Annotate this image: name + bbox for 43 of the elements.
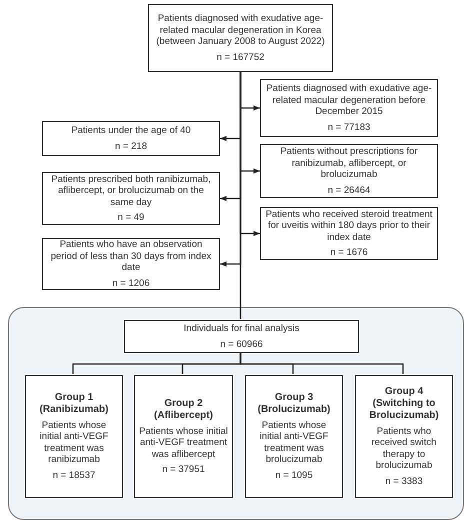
group-heading: Group 4 (Switching to Brolucizumab) <box>368 386 440 422</box>
connector-line <box>240 72 242 319</box>
count-text: n = 1206 <box>112 278 150 289</box>
description-text: Patients whose initial anti-VEGF treatment was brolucizumab <box>258 420 330 466</box>
connector-line <box>240 352 404 374</box>
process-box <box>260 207 438 260</box>
process-box <box>42 121 220 156</box>
description-text: Patients whose initial anti-VEGF treatment was aflibercept <box>139 426 228 460</box>
description-text: Individuals for final analysis <box>184 323 300 334</box>
description-text: Patients who received steroid treatment for uveitis within 180 days prior to their index date <box>265 208 433 243</box>
group-heading: Group 1 (Ranibizumab) <box>38 392 110 416</box>
count-text: n = 60966 <box>220 338 263 350</box>
description-text: Patients prescribed both ranibizumab, aflibercept, or brolucizumab on the same day <box>50 174 212 208</box>
group-heading: Group 2 (Aflibercept) <box>153 398 214 422</box>
count-text: n = 49 <box>118 212 144 224</box>
description-text: Patients who have an observation period of less than 30 days from index date <box>50 239 212 274</box>
count-text: n = 18537 <box>52 470 96 482</box>
process-box <box>42 238 220 290</box>
count-text: n = 1676 <box>330 247 368 258</box>
description-text: Patients whose initial anti-VEGF treatment was ranibizumab <box>38 420 110 466</box>
count-text: n = 37951 <box>162 464 205 476</box>
process-box <box>260 144 438 198</box>
description-text: Patients diagnosed with exudative age-related macular degeneration before December 2015 <box>265 83 433 118</box>
count-text: n = 167752 <box>216 52 264 63</box>
description-text: Patients who received switch therapy to brolucizumab <box>370 426 438 472</box>
group-heading: Group 3 (Brolucizumab) <box>256 392 332 416</box>
process-box <box>124 320 359 353</box>
group-panel <box>8 307 464 520</box>
group-box <box>245 375 343 498</box>
process-box <box>148 4 333 72</box>
group-box <box>25 375 123 498</box>
process-box <box>42 172 220 225</box>
count-text: n = 26464 <box>328 184 370 196</box>
process-box <box>260 79 438 137</box>
description-text: Patients without prescriptions for ranibizumab, aflibercept, or brolucizumab <box>279 146 419 180</box>
description-text: Patients under the age of 40 <box>71 125 191 136</box>
count-text: n = 3383 <box>385 476 423 488</box>
count-text: n = 1095 <box>275 470 313 482</box>
description-text: Patients diagnosed with exudative age-related macular degeneration in Korea (between January 2008 to August 2022) <box>155 13 326 48</box>
count-text: n = 77183 <box>328 122 370 133</box>
group-box <box>355 375 453 498</box>
count-text: n = 218 <box>115 140 147 152</box>
group-box <box>134 375 233 498</box>
